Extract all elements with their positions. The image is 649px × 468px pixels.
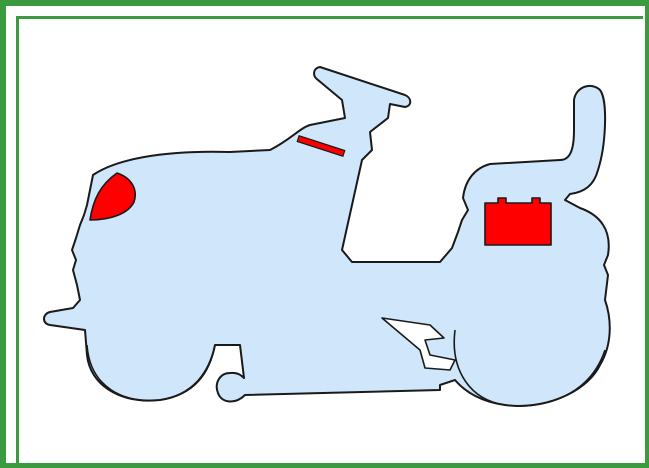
headlight [89, 172, 136, 221]
hood-indicator [296, 134, 346, 158]
battery [484, 197, 552, 246]
frame-inner-rule [16, 16, 643, 463]
front-wheel [86, 344, 216, 402]
deck-detail-front [381, 317, 456, 371]
rear-wheel [453, 329, 606, 407]
